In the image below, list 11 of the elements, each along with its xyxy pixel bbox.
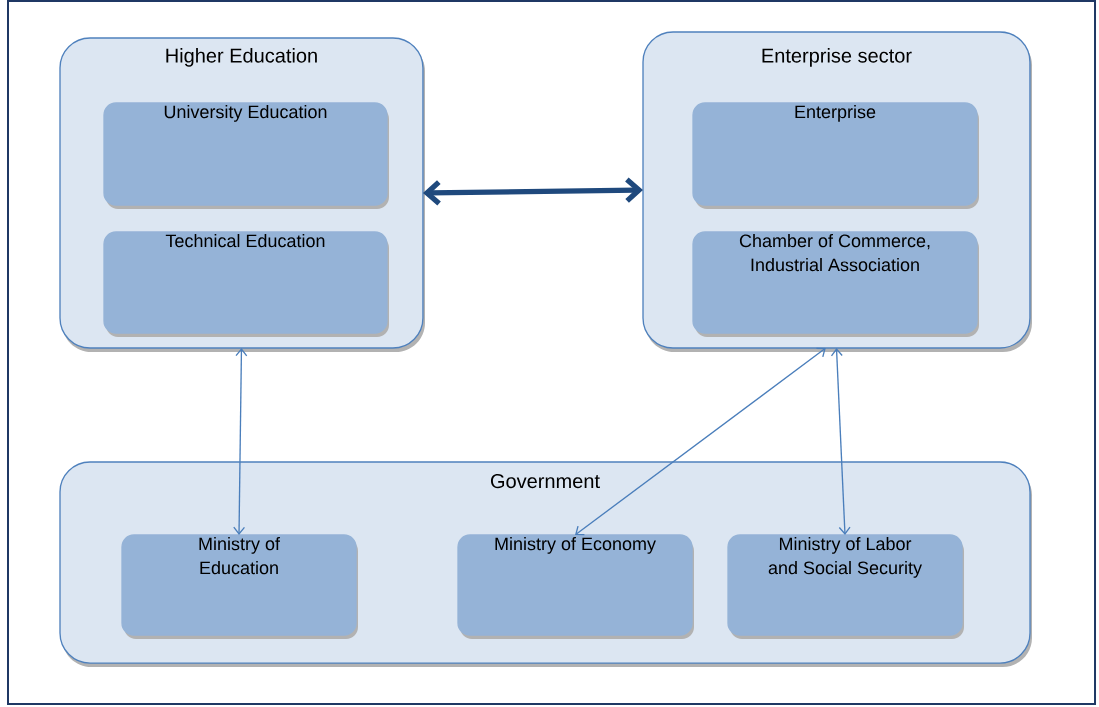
arrow (575, 347, 826, 536)
process-box: Ministry of Labor and Social Security (727, 534, 964, 639)
process-box: Ministry of Education (121, 534, 358, 639)
arrow (233, 348, 248, 535)
arrow (422, 177, 643, 206)
arrow (830, 348, 851, 535)
process-box: Technical Education (103, 231, 389, 337)
process-box: Enterprise (692, 102, 979, 209)
process-box: Chamber of Commerce, Industrial Association (692, 231, 979, 337)
process-box: Ministry of Economy (457, 534, 694, 639)
process-box: University Education (103, 102, 389, 209)
